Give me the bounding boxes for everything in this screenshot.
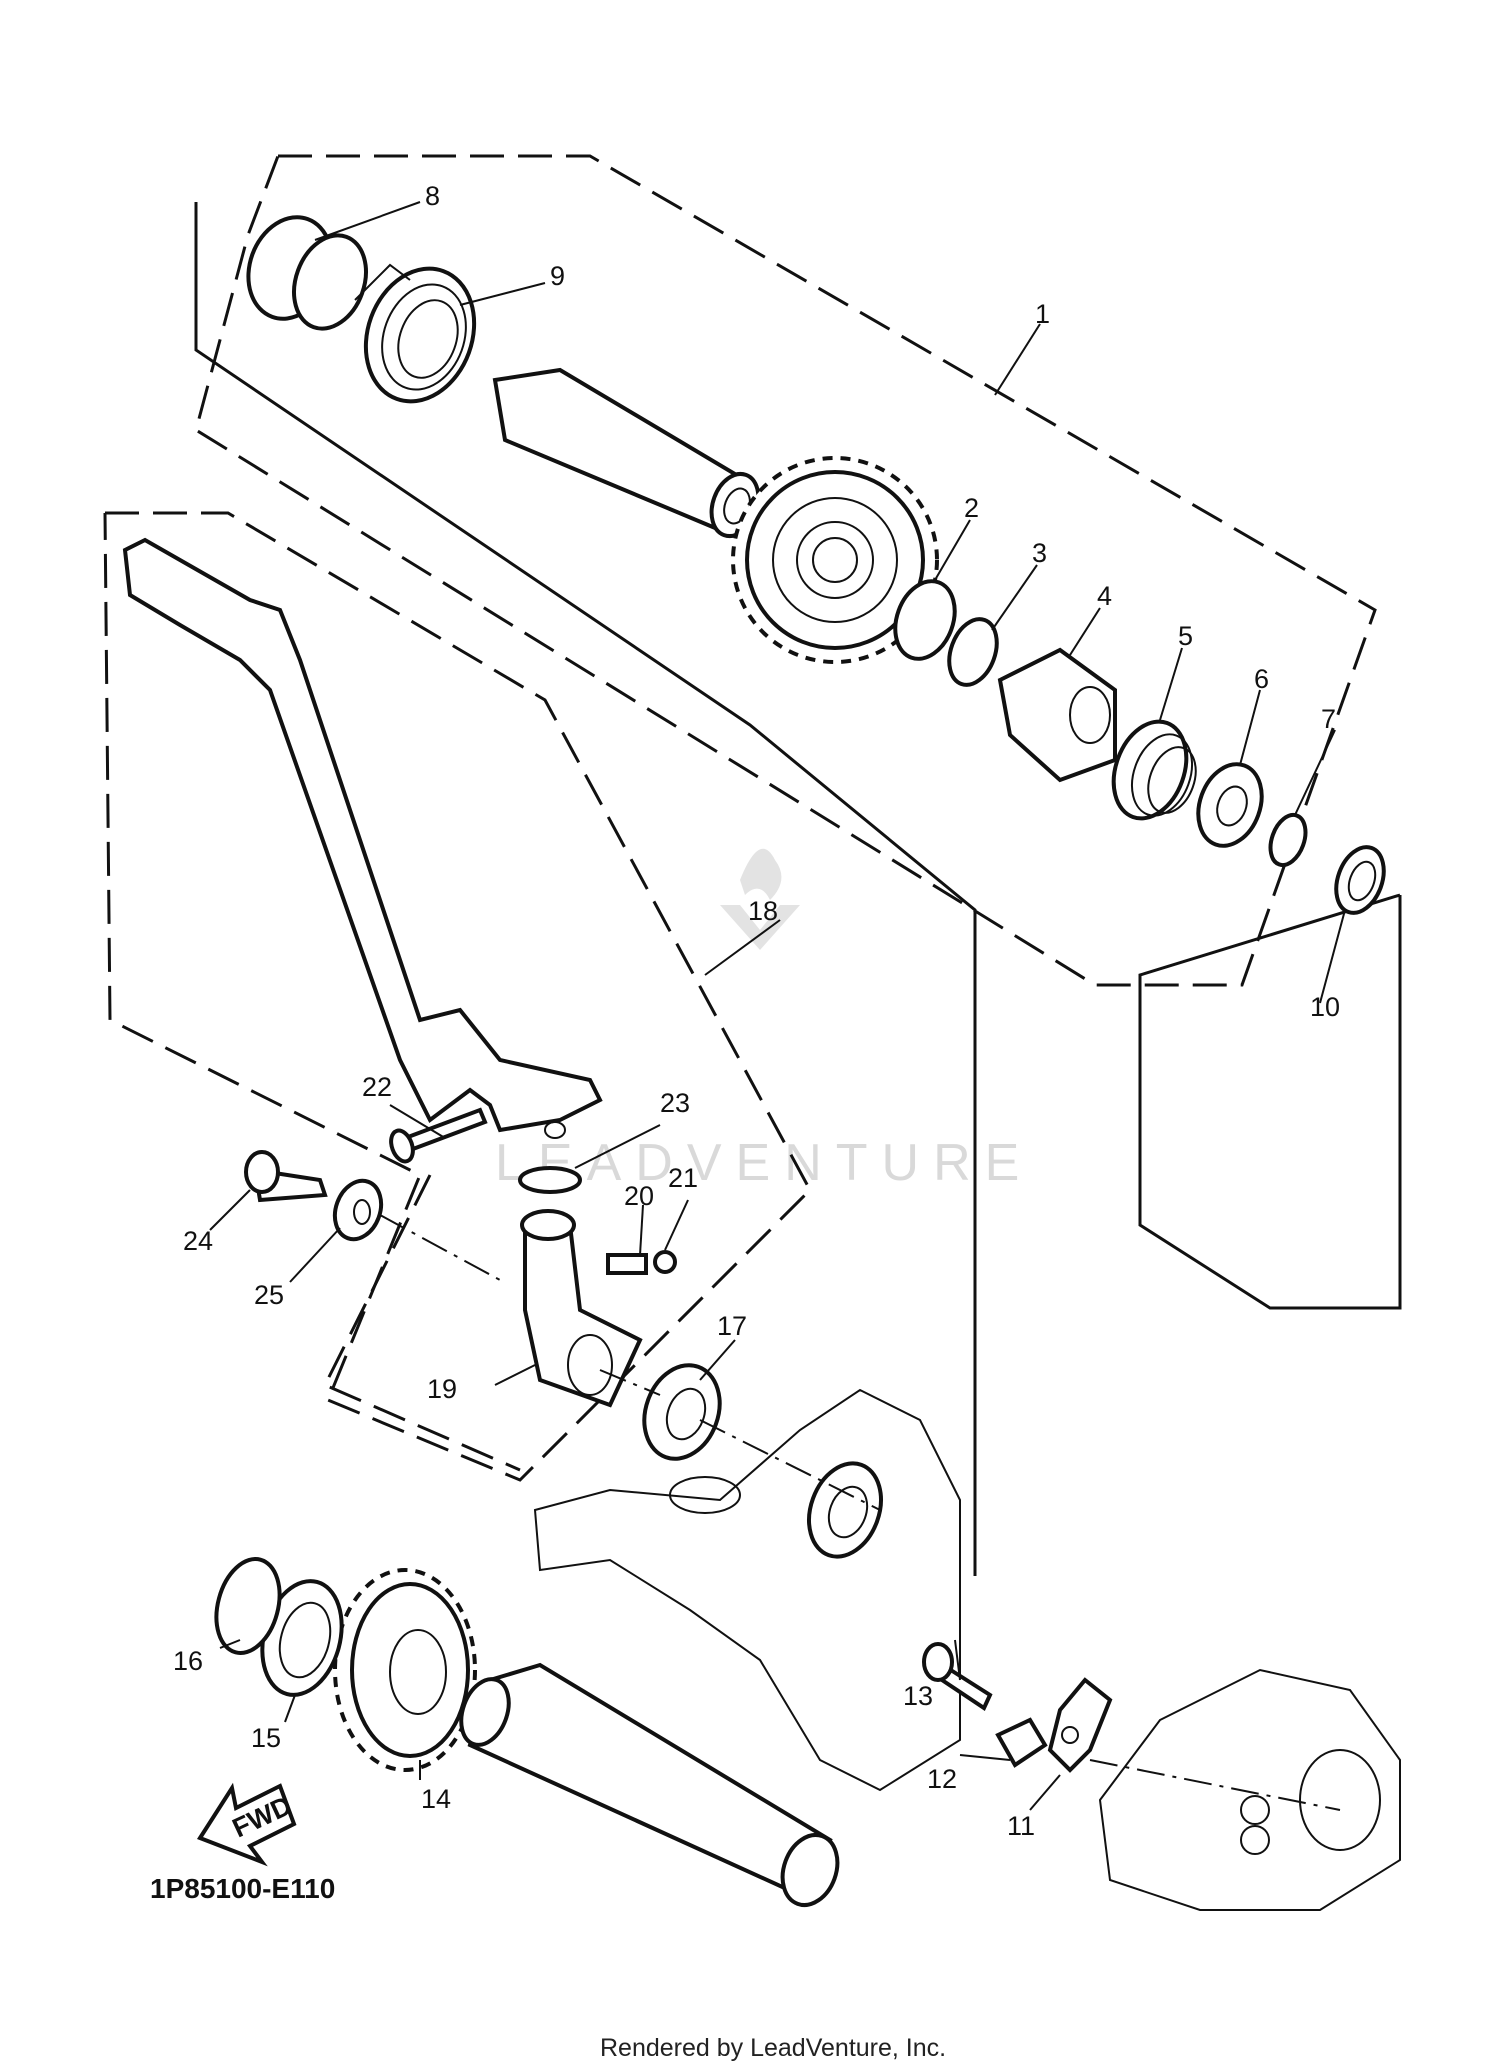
assembly-19-boundary <box>322 1174 521 1472</box>
spring-20-part <box>606 1253 648 1275</box>
crankcase-outline <box>533 1388 961 1792</box>
drive-shaft-part <box>459 1662 840 1907</box>
callout-8: 8 <box>425 181 440 211</box>
screw-22-part <box>389 1107 488 1164</box>
callout-20: 20 <box>624 1181 654 1211</box>
callout-22: 22 <box>362 1072 392 1102</box>
oil-seal-17-part <box>642 1363 722 1461</box>
boss-19-part <box>520 1209 643 1408</box>
callout-11: 11 <box>1007 1811 1035 1841</box>
callout-4: 4 <box>1097 581 1112 611</box>
watermark: LEADVENTURE <box>495 848 1033 1192</box>
callout-25: 25 <box>254 1280 284 1310</box>
callout-labels: 8 9 1 2 3 4 5 6 7 10 18 22 23 20 21 24 2… <box>173 181 1340 1841</box>
callout-18: 18 <box>748 896 778 926</box>
callout-9: 9 <box>550 261 565 291</box>
callout-16: 16 <box>173 1646 203 1676</box>
watermark-text: LEADVENTURE <box>495 1134 1033 1192</box>
circlip-7-part <box>1268 812 1308 868</box>
circlip-16-part <box>214 1556 282 1656</box>
kick-crank-lever-part <box>122 537 603 1139</box>
assembly-1-boundary <box>194 154 1377 987</box>
callout-12: 12 <box>927 1764 957 1794</box>
forward-direction-indicator: FWD <box>196 1782 297 1867</box>
reference-line-right <box>1138 893 1402 1310</box>
ball-21-part <box>653 1250 677 1274</box>
callout-3: 3 <box>1032 538 1047 568</box>
circlip-2-part <box>893 579 957 661</box>
ratchet-spring-part <box>1111 719 1197 821</box>
callout-10: 10 <box>1310 992 1340 1022</box>
washer-15-part <box>260 1579 344 1697</box>
bolt-24-part <box>244 1150 328 1203</box>
callout-15: 15 <box>251 1723 281 1753</box>
callout-17: 17 <box>717 1311 747 1341</box>
kick-shaft-part <box>492 367 761 538</box>
rendered-by-footer: Rendered by LeadVenture, Inc. <box>600 2034 946 2062</box>
leader-lines <box>209 201 1346 1811</box>
bolt-13-part <box>922 1642 993 1711</box>
callout-19: 19 <box>427 1374 457 1404</box>
callout-23: 23 <box>660 1088 690 1118</box>
callout-7: 7 <box>1321 704 1336 734</box>
callout-21: 21 <box>668 1163 698 1193</box>
circlip-3-part <box>947 617 999 687</box>
o-ring-23-part <box>518 1166 582 1194</box>
callout-14: 14 <box>421 1784 451 1814</box>
engine-block-outline <box>1098 1668 1401 1911</box>
diagram-code: 1P85100-E110 <box>150 1873 335 1904</box>
stopper-plate-11-part <box>1047 1677 1113 1773</box>
callout-5: 5 <box>1178 621 1193 651</box>
washer-25-part <box>332 1178 384 1242</box>
kick-gear-part <box>731 456 939 664</box>
assembly-18-boundary <box>103 511 812 1482</box>
callout-1: 1 <box>1035 299 1050 329</box>
torsion-spring-part <box>354 263 477 404</box>
washer-10-part <box>1334 845 1386 915</box>
callout-6: 6 <box>1254 664 1269 694</box>
idle-gear-14-part <box>333 1568 477 1772</box>
lock-washer-12-part <box>995 1717 1048 1768</box>
callout-24: 24 <box>183 1226 213 1256</box>
callout-2: 2 <box>964 493 979 523</box>
kick-ratchet-part <box>997 647 1117 783</box>
washer-6-part <box>1196 762 1264 848</box>
callout-13: 13 <box>903 1681 933 1711</box>
